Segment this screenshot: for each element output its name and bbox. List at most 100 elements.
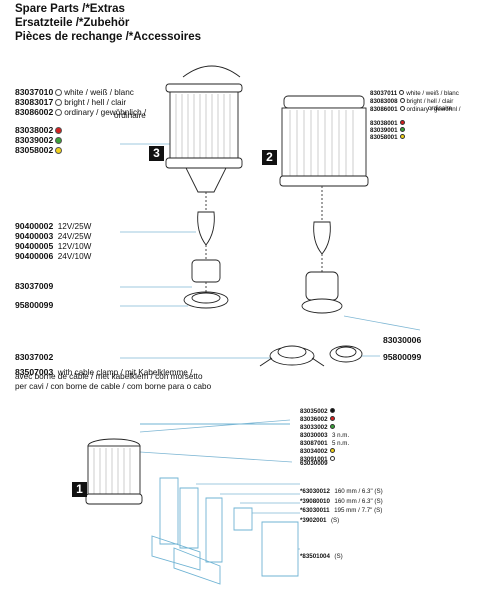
part-number: 83058001 xyxy=(370,134,398,141)
part-desc: with cable clamp / mit Kabelklemme / xyxy=(57,368,193,377)
color-dot-green xyxy=(329,424,335,429)
title-en: Spare Parts /*Extras xyxy=(15,3,125,15)
lamp-3-drawing xyxy=(165,65,243,309)
housing-row: 83091001 xyxy=(300,448,337,466)
part-number: 83036002 xyxy=(300,416,328,423)
accessory-row: *39080010 160 mm / 6.3" (S) xyxy=(300,490,383,508)
part-number: 83058002 xyxy=(15,145,54,155)
color-dot-red xyxy=(55,127,63,134)
part-number: 90400006 xyxy=(15,251,54,261)
color-dot-red xyxy=(399,120,405,125)
socket3-part: 83037009 xyxy=(15,281,54,291)
housing-row: 83030003 3 n.m. xyxy=(300,424,349,442)
part-number: 83086001 xyxy=(370,106,398,113)
part-number: 83035002 xyxy=(300,408,328,415)
part-number: *3902001 xyxy=(300,517,327,524)
part-desc: white / weiß / blanc xyxy=(406,90,459,97)
lens3-row: 83038002 xyxy=(15,120,64,138)
part-note: 5 n.m. xyxy=(331,440,350,447)
base2-part: 83030006 xyxy=(383,335,422,345)
lamp-2-drawing xyxy=(259,95,369,367)
color-dot-red xyxy=(329,416,335,421)
part-desc: (S) xyxy=(334,553,343,560)
part-desc: ordinary / gewöhnl / xyxy=(406,106,461,113)
clamp-line3: per cavi / con borne de cable / com born… xyxy=(15,382,212,391)
part-desc: bright / hell / clair xyxy=(406,98,454,105)
badge-2: 2 xyxy=(262,150,277,165)
lens3-row: 83058002 xyxy=(15,140,64,158)
part-number: 90400002 xyxy=(15,221,54,231)
lamp-1-drawing xyxy=(85,438,143,505)
ring2-part: 95800099 xyxy=(383,352,422,362)
lens3-row: 83037010 white / weiß / blanc xyxy=(15,82,134,100)
part-number: 83037010 xyxy=(15,87,54,97)
part-number: 90400003 xyxy=(15,231,54,241)
color-dot-white xyxy=(399,106,405,111)
lens2-row: 83086001 ordinary / gewöhnl / xyxy=(370,98,461,116)
part-desc: bright / hell / clair xyxy=(64,98,127,107)
badge-3: 3 xyxy=(149,146,164,161)
part-desc: 160 mm / 6.3" (S) xyxy=(334,488,383,495)
color-dot-white xyxy=(55,99,63,106)
lens3-row: 83086002 ordinary / gewöhnlich / xyxy=(15,102,146,120)
part-desc: ordinary / gewöhnlich / xyxy=(64,108,147,117)
part-number: *83501004 xyxy=(300,553,330,560)
color-dot-yellow xyxy=(399,134,405,139)
part-desc: 24V/25W xyxy=(57,232,92,241)
part-number: 83083017 xyxy=(15,97,54,107)
color-dot-white xyxy=(399,98,405,103)
clamp-row: 83507003 with cable clamp / mit Kabelkle… xyxy=(15,362,192,380)
color-dot-white xyxy=(55,89,63,96)
part-desc-cont: ordinaire xyxy=(114,111,146,120)
part-number: 83030003 xyxy=(300,432,328,439)
part-number: *39080010 xyxy=(300,498,330,505)
lens3-row: 83083017 bright / hell / clair xyxy=(15,92,126,110)
lens2-row: 83039001 xyxy=(370,119,407,137)
part-number: 83039001 xyxy=(370,127,398,134)
accessory-row: *3902001 (S) xyxy=(300,509,339,527)
part-desc: 195 mm / 7.7" (S) xyxy=(334,507,383,514)
bulb-row: 90400002 12V/25W xyxy=(15,216,91,234)
accessory-row: *63030011 195 mm / 7.7" (S) xyxy=(300,499,382,517)
housing-row: 83034002 xyxy=(300,440,337,458)
part-number: 83507003 xyxy=(15,367,54,377)
part-number: *63030011 xyxy=(300,507,330,514)
part-number: 83034002 xyxy=(300,448,328,455)
part-number: 83086002 xyxy=(15,107,54,117)
part-desc: (S) xyxy=(330,517,340,524)
part-desc: 160 mm / 6.3" (S) xyxy=(334,498,383,505)
lens3-row: 83039002 xyxy=(15,130,64,148)
accessory-brackets xyxy=(140,423,300,585)
lens2-row: 83038001 xyxy=(370,112,407,130)
part-desc-cont: ordinaire xyxy=(428,105,453,112)
color-dot-green xyxy=(399,127,405,132)
housing-row: 83033002 xyxy=(300,416,337,434)
part-number: 83033002 xyxy=(300,424,328,431)
color-dot-yellow xyxy=(329,448,335,453)
part-desc: 12V/10W xyxy=(57,242,92,251)
bulb-row: 90400006 24V/10W xyxy=(15,246,91,264)
part-number: 83039002 xyxy=(15,135,54,145)
part-desc: 12V/25W xyxy=(57,222,92,231)
part-number: 83091001 xyxy=(300,456,328,463)
housing-row: 83036002 xyxy=(300,408,337,426)
part-number: 83038002 xyxy=(15,125,54,135)
part-number: 83083008 xyxy=(370,98,398,105)
title-de: Ersatzteile /*Zubehör xyxy=(15,17,130,29)
bulb-row: 90400005 12V/10W xyxy=(15,236,91,254)
part-number: *63030012 xyxy=(300,488,330,495)
accessory-row: *63030012 160 mm / 6.3" (S) xyxy=(300,480,383,498)
part-desc: white / weiß / blanc xyxy=(64,88,134,97)
color-dot-green xyxy=(55,137,63,144)
base1-part: 63030009 xyxy=(300,460,328,467)
part-desc: 24V/10W xyxy=(57,252,92,261)
part-number: 90400005 xyxy=(15,241,54,251)
box-row: *83501004 (S) xyxy=(300,545,343,563)
color-dot-white xyxy=(399,90,405,95)
ring3-part: 95800099 xyxy=(15,300,54,310)
housing-row: 83035002 xyxy=(300,400,337,418)
part-number: 83037011 xyxy=(370,90,398,97)
color-dot-black xyxy=(329,408,335,413)
color-dot-white xyxy=(329,456,335,461)
